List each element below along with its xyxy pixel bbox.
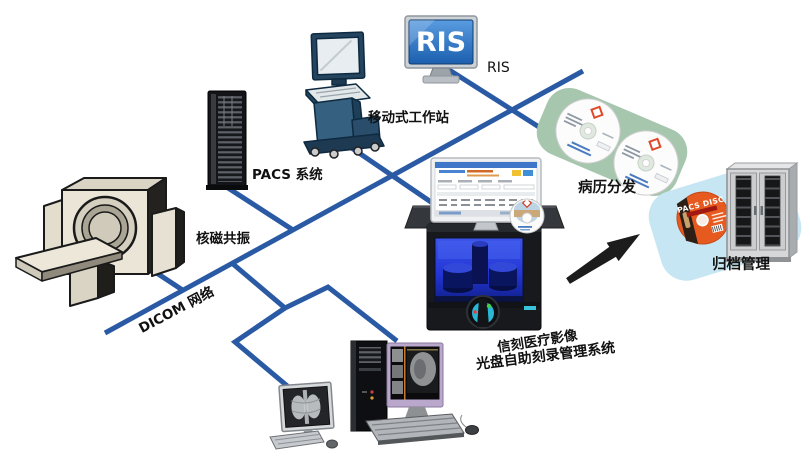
pacs-server-icon [206, 90, 248, 190]
burn-system-icon [404, 157, 565, 331]
ris-monitor-icon: RIS [404, 15, 478, 84]
viewer-branch-line [231, 262, 399, 343]
mri-label: 核磁共振 [196, 231, 250, 247]
ris-screen-text: RIS [416, 27, 466, 58]
mobile-workstation-icon [303, 31, 385, 159]
record-distribution-label: 病历分发 [578, 180, 636, 196]
record-distribution-panel [536, 87, 688, 197]
mri-scanner-icon [15, 177, 185, 307]
printed-cd-icon [509, 198, 545, 234]
network-lines [103, 63, 585, 397]
pacs-disc-icon: PACS DISC [676, 191, 730, 245]
xray-monitor-icon [278, 381, 335, 443]
archive-management-label: 归档管理 [712, 257, 770, 273]
ct-workstation-icon [350, 340, 479, 445]
archive-panel: PACS DISC [648, 162, 802, 281]
xray-branch-line [230, 305, 300, 397]
patient-disc-icon [555, 98, 621, 164]
pacs-system-label: PACS 系统 [252, 167, 323, 183]
pacs-drop-line [223, 183, 295, 233]
archive-cabinet-icon [725, 162, 799, 262]
patient-disc-icon [613, 130, 679, 196]
mobile-workstation-label: 移动式工作站 [368, 110, 449, 126]
xray-keyboard-icon [269, 430, 338, 450]
flow-arrow-icon [566, 234, 640, 284]
ris-label: RIS [487, 60, 510, 76]
